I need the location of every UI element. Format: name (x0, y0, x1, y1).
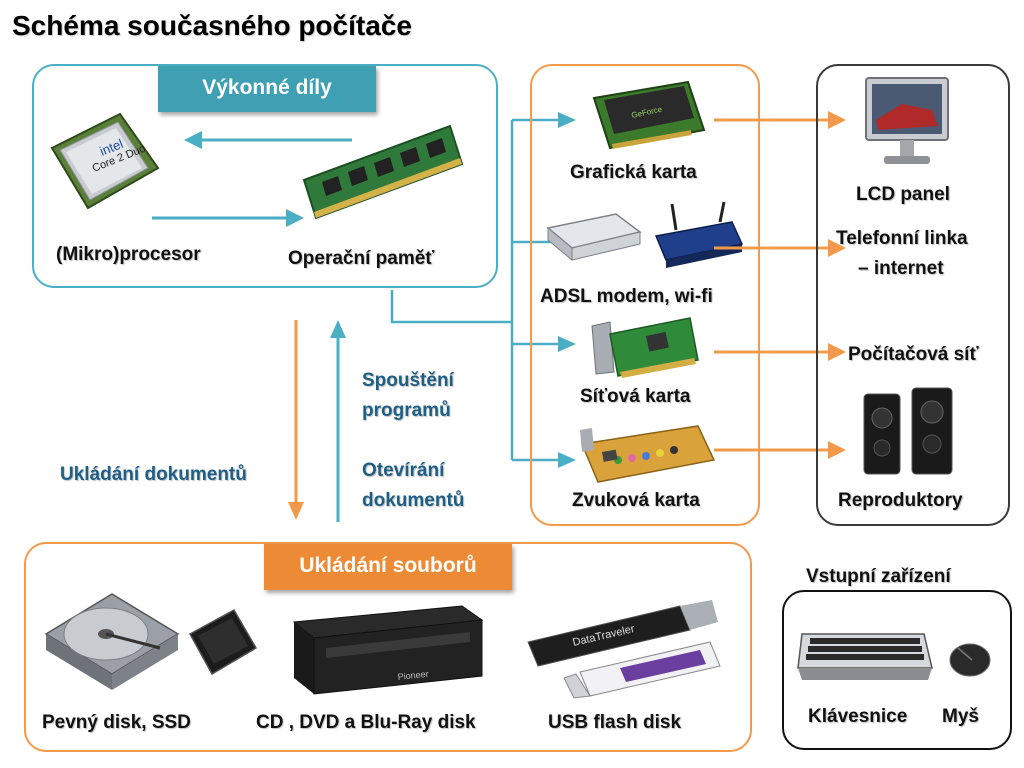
storage-header: Ukládání souborů (264, 544, 512, 590)
keyboard-label: Klávesnice (808, 706, 908, 727)
network-card-image (591, 317, 699, 378)
hdd-image (44, 593, 180, 690)
cpu-to-ram-arrow (152, 209, 304, 227)
modem-label: ADSL modem, wi-fi (540, 286, 713, 307)
speakers-label: Reproduktory (838, 490, 963, 511)
save-documents-label: Ukládání dokumentů (60, 464, 247, 485)
cpu-image: intel Core 2 Duo (50, 112, 160, 210)
modem-image (546, 213, 642, 262)
hdd-ssd-label: Pevný disk, SSD (42, 712, 191, 733)
computer-network-label: Počítačová síť (848, 344, 979, 365)
lcd-panel-image (865, 77, 949, 164)
usb-flash-image (527, 600, 721, 699)
ram-label: Operační paměť (288, 248, 435, 269)
keyboard-image (797, 633, 933, 680)
svg-text:Pioneer: Pioneer (397, 669, 429, 682)
input-devices-header: Vstupní zařízení (806, 566, 951, 587)
storage-box (24, 542, 752, 752)
cpu-label: (Mikro)procesor (56, 244, 201, 265)
ssd-image (188, 608, 258, 676)
network-card-label: Síťová karta (580, 386, 691, 407)
launch-programs-line1: Spouštění (362, 370, 454, 391)
launch-programs-line2: programů (362, 400, 451, 421)
mouse-label: Myš (942, 706, 979, 727)
graphics-card-label: Grafická karta (570, 162, 697, 183)
phone-line-label: Telefonní linka (836, 228, 968, 249)
open-documents-line1: Otevírání (362, 460, 445, 481)
sound-card-image (580, 425, 716, 483)
input-devices-box (782, 590, 1012, 750)
sound-card-label: Zvuková karta (572, 490, 700, 511)
speakers-image (863, 387, 953, 475)
wifi-router-image (654, 201, 744, 268)
open-programs-arrow (330, 320, 346, 522)
internet-label: – internet (858, 258, 944, 279)
page-title: Schéma současného počítače (12, 10, 412, 41)
performance-parts-box (32, 64, 498, 288)
ram-to-cpu-arrow (184, 131, 352, 149)
output-arrows (714, 111, 846, 459)
open-documents-line2: dokumentů (362, 490, 465, 511)
outputs-box (816, 64, 1010, 526)
expansion-cards-box (530, 64, 760, 526)
ram-image (302, 124, 464, 220)
optical-disk-label: CD , DVD a Blu-Ray disk (256, 712, 476, 733)
optical-drive-image: Pioneer (292, 605, 484, 695)
lcd-panel-label: LCD panel (856, 184, 950, 205)
performance-parts-header: Výkonné díly (158, 66, 376, 112)
save-documents-arrow (288, 320, 304, 520)
graphics-card-image: GeForce (592, 80, 706, 150)
usb-flash-label: USB flash disk (548, 712, 682, 733)
mouse-image (949, 643, 991, 677)
